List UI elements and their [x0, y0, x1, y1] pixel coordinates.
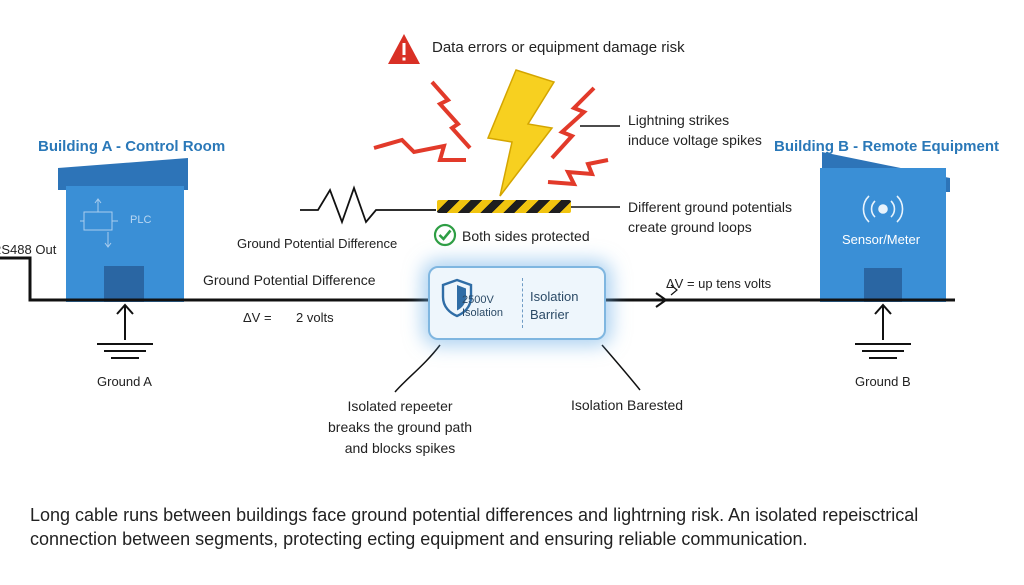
rs488-port-label: RS488 Out [0, 242, 57, 257]
warning-icon [388, 34, 420, 64]
both-protected-label: Both sides protected [462, 228, 590, 244]
ground-note-line1: Different ground potentials [628, 199, 792, 215]
callout-right-leader [601, 344, 641, 391]
caption-line1: Long cable runs between buildings face g… [30, 505, 919, 525]
lightning-note-line2: induce voltage spikes [628, 132, 762, 148]
caption-line2: connection between segments, protecting … [30, 529, 808, 549]
sensor-meter-label: Sensor/Meter [842, 232, 921, 247]
callout-left-line1: Isolated repeeter [347, 398, 453, 414]
ground-a-symbol [97, 303, 153, 359]
cable-line [0, 256, 955, 302]
ground-b-label: Ground B [855, 374, 911, 389]
gpd-upper-label: Ground Potential Difference [237, 236, 398, 251]
dv-arrow-small [670, 284, 678, 296]
warning-text: Data errors or equipment damage risk [432, 39, 685, 56]
building-b-door [864, 268, 902, 302]
building-a-title: Building A - Control Room [38, 138, 226, 155]
barrier-line2: Barrier [530, 307, 570, 322]
dv-right-label: ΔV = up tens volts [666, 276, 772, 291]
check-icon [433, 223, 457, 247]
ground-b-symbol [855, 303, 911, 359]
callout-left-line3: and blocks spikes [344, 440, 456, 456]
barrier-line1: Isolation [530, 289, 579, 304]
building-a-roof [58, 158, 188, 190]
callout-left-line2: breaks the ground path [328, 419, 472, 435]
lightning-bolt-icon [486, 69, 556, 197]
ground-note-line2: create ground loops [628, 219, 752, 235]
isolation-divider [522, 278, 523, 328]
hazard-stripe-bar [437, 200, 571, 213]
isolated-repeater: 2500V Isolation Isolation Barrier [428, 266, 606, 340]
caption: Long cable runs between buildings face g… [30, 503, 1010, 551]
callout-left: Isolated repeeter breaks the ground path… [300, 396, 500, 459]
callout-left-leader [394, 344, 441, 393]
dv-left-value: 2 volts [296, 310, 334, 325]
building-b-title: Building B - Remote Equipment [774, 138, 999, 155]
plc-icon [80, 198, 118, 248]
lightning-note-line1: Lightning strikes [628, 112, 730, 128]
repeater-rating-line2: Isolation [462, 307, 503, 319]
building-b [820, 152, 950, 302]
shield-icon [441, 278, 473, 318]
ground-potential-zigzag [300, 185, 436, 225]
spark-icons [373, 80, 609, 187]
plc-label: PLC [130, 214, 152, 226]
callout-right: Isolation Barested [571, 397, 684, 413]
building-a [58, 158, 188, 302]
gpd-lower-label: Ground Potential Difference [203, 272, 376, 288]
repeater-rating-line1: 2500V [462, 294, 494, 306]
cable-arrow-right [655, 292, 668, 308]
sensor-icon [862, 195, 904, 223]
dv-left-prefix: ΔV = [243, 310, 272, 325]
ground-a-label: Ground A [97, 374, 152, 389]
building-a-door [104, 266, 144, 302]
